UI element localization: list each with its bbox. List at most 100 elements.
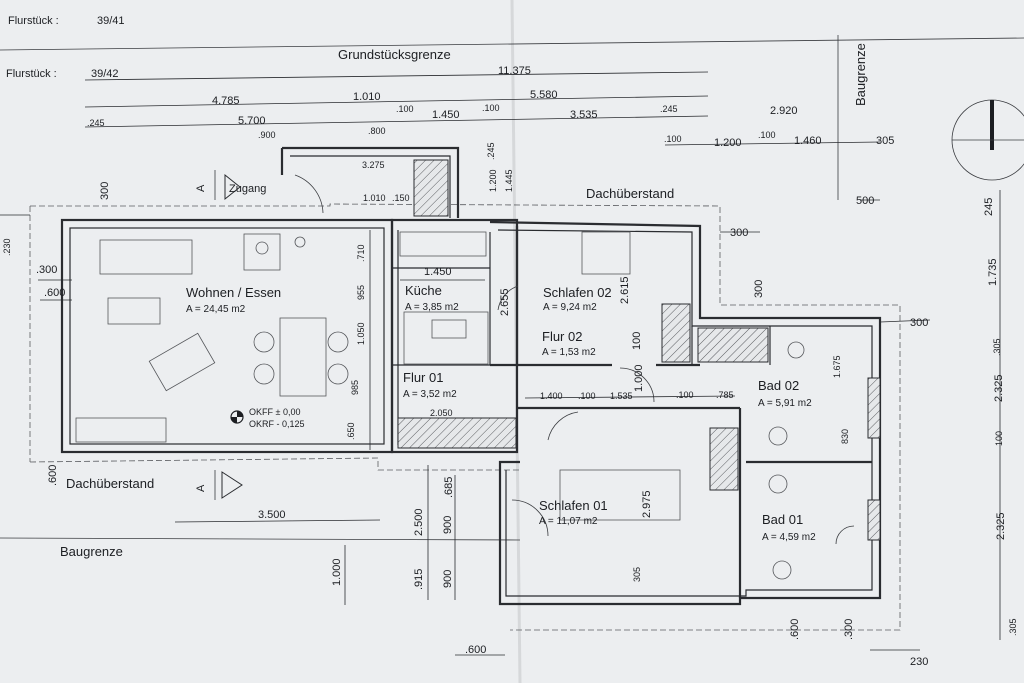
- dim-3500: 3.500: [258, 509, 286, 521]
- dim-985: 985: [350, 380, 360, 395]
- dim-1200v: 1.200: [488, 169, 498, 192]
- dim-top-b: 1.010: [353, 91, 381, 103]
- parcel-label-2: Flurstück :: [6, 68, 57, 80]
- dim-2500: 2.500: [413, 508, 425, 536]
- parcel-value-1: 39/41: [97, 15, 125, 27]
- room-name-kitchen: Küche: [405, 283, 442, 298]
- dim-2975: 2.975: [641, 490, 653, 518]
- parcel-value-2: 39/42: [91, 68, 119, 80]
- dim-900: .900: [258, 130, 276, 140]
- dim-900b: 900: [442, 516, 454, 534]
- dim-900c: 900: [442, 570, 454, 588]
- dim-230b: 230: [910, 656, 928, 668]
- dim-left-245: .245: [87, 118, 105, 128]
- dim-785: .785: [716, 390, 734, 400]
- okff-label: OKFF ± 0,00: [249, 407, 300, 417]
- dim-r-100: 100: [994, 431, 1004, 446]
- dim-830: 830: [840, 429, 850, 444]
- walls: [60, 146, 882, 606]
- dim-100f: .100: [578, 391, 596, 401]
- entrance-label: Zugang: [229, 183, 266, 195]
- shafts: [397, 159, 881, 541]
- dim-305b: 305: [632, 567, 642, 582]
- dim-300b: 300: [99, 182, 111, 200]
- dim-245v: .245: [486, 142, 496, 160]
- dim-955: 955: [356, 285, 366, 300]
- room-area-bedroom-1: A = 11,07 m2: [539, 516, 598, 527]
- dim-300e: .300: [843, 619, 855, 640]
- dim-305r: 305: [876, 135, 894, 147]
- room-area-living: A = 24,45 m2: [186, 304, 246, 315]
- dim-top-d: 5.700: [238, 115, 266, 127]
- furniture: [75, 231, 805, 580]
- roof-overhang-bottom-label: Dachüberstand: [66, 476, 154, 491]
- dim-100v: 100: [631, 332, 643, 350]
- dim-100r1: .100: [664, 134, 682, 144]
- dim-1400: 1.400: [540, 391, 563, 401]
- dim-r-305b: .305: [1008, 618, 1018, 636]
- section-marker-top: A: [195, 170, 241, 201]
- room-area-bath-1: A = 4,59 m2: [762, 532, 816, 543]
- room-name-living: Wohnen / Essen: [186, 285, 281, 300]
- dim-2050: 2.050: [430, 408, 453, 418]
- dim-top-a: 4.785: [212, 95, 240, 107]
- room-area-bath-2: A = 5,91 m2: [758, 398, 812, 409]
- dimension-lines: [0, 71, 1001, 656]
- dim-1200r: 1.200: [714, 137, 742, 149]
- room-name-bath-2: Bad 02: [758, 378, 799, 393]
- dim-100r2: .100: [758, 130, 776, 140]
- room-name-bedroom-2: Schlafen 02: [543, 285, 612, 300]
- dim-1460: 1.460: [794, 135, 822, 147]
- property-line: [0, 37, 1024, 51]
- room-name-bedroom-1: Schlafen 01: [539, 498, 608, 513]
- roof-overhang-outline-2: [30, 203, 901, 631]
- dim-915: .915: [413, 569, 425, 590]
- dim-150: .150: [392, 193, 410, 203]
- dim-500: 500: [856, 195, 874, 207]
- dim-1000b: 1.000: [331, 558, 343, 586]
- dim-600a: .600: [44, 287, 65, 299]
- room-area-kitchen: A = 3,85 m2: [405, 302, 459, 313]
- dim-r-305: .305: [992, 338, 1002, 356]
- dim-2655: 2.655: [499, 288, 511, 316]
- dim-top-g: .100: [482, 103, 500, 113]
- level-marker: OKFF ± 0,00 OKRF - 0,125: [230, 407, 305, 429]
- doors: [294, 174, 855, 545]
- dimension-labels: 11.375 4.785 1.010 5.580 5.700 .100 1.45…: [2, 65, 1018, 668]
- svg-text:A: A: [195, 484, 207, 492]
- dim-r-2325a: 2.325: [993, 374, 1005, 402]
- parcel-label-1: Flurstück :: [8, 15, 59, 27]
- dim-1445: 1.445: [504, 169, 514, 192]
- room-name-bath-1: Bad 01: [762, 512, 803, 527]
- dim-1450k: 1.450: [424, 266, 452, 278]
- dim-r-2325b: 2.325: [995, 512, 1007, 540]
- dim-1000: 1.000: [633, 364, 645, 392]
- dim-3275: 3.275: [362, 160, 385, 170]
- room-name-hall-2: Flur 02: [542, 329, 582, 344]
- roof-overhang-top-label: Dachüberstand: [586, 186, 674, 201]
- dim-1050: 1.050: [356, 322, 366, 345]
- dim-1675: 1.675: [832, 355, 842, 378]
- dim-100f2: .100: [676, 390, 694, 400]
- room-name-hall-1: Flur 01: [403, 370, 443, 385]
- building-line-bottom-label: Baugrenze: [60, 544, 123, 559]
- dim-710: .710: [356, 244, 366, 262]
- dim-230a: .230: [2, 238, 12, 256]
- dim-top-c: 5.580: [530, 89, 558, 101]
- north-arrow-icon: [951, 99, 1024, 181]
- svg-text:A: A: [195, 184, 207, 192]
- dim-1535: 1.535: [610, 391, 633, 401]
- dim-top-h: 3.535: [570, 109, 598, 121]
- dim-2615: 2.615: [619, 276, 631, 304]
- dim-300f: 300: [910, 317, 928, 329]
- dim-600d: .600: [789, 619, 801, 640]
- dim-800: .800: [368, 126, 386, 136]
- building-line-right-label: Baugrenze: [853, 43, 868, 106]
- section-marker-bottom: A: [195, 470, 243, 500]
- header-labels: Flurstück : 39/41 Flurstück : 39/42 Grun…: [6, 15, 868, 559]
- dim-top-i: .245: [660, 104, 678, 114]
- dim-685: .685: [443, 477, 455, 498]
- dim-r-1735: 1.735: [987, 258, 999, 286]
- dim-top-e: .100: [396, 104, 414, 114]
- dim-top-j: 2.920: [770, 105, 798, 117]
